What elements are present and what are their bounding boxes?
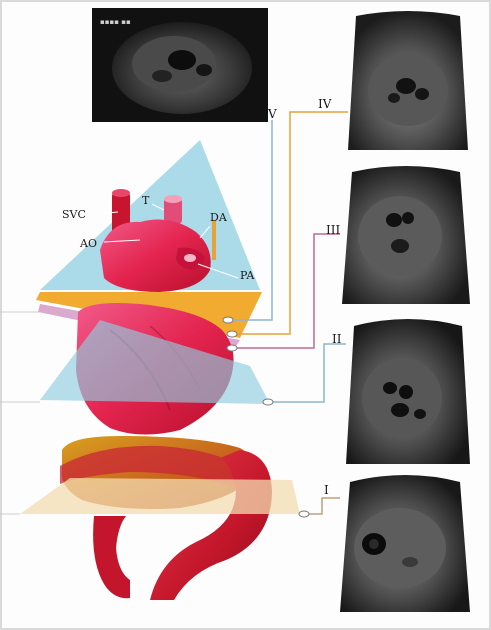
plane-label-v: V — [268, 108, 277, 120]
connector-ii — [270, 344, 346, 402]
scan-plane-i — [20, 478, 300, 514]
plane-label-i: I — [324, 484, 329, 496]
plane-label-iii: III — [326, 224, 340, 236]
label-da: DA — [210, 212, 227, 223]
plane-label-ii: II — [332, 333, 341, 345]
plane-label-iv: IV — [318, 98, 331, 110]
label-t: T — [142, 195, 149, 206]
label-ao: AO — [80, 238, 97, 249]
connector-iii — [232, 234, 340, 348]
label-pa: PA — [240, 270, 254, 281]
label-svc: SVC — [62, 209, 86, 220]
duodenum — [93, 516, 130, 598]
